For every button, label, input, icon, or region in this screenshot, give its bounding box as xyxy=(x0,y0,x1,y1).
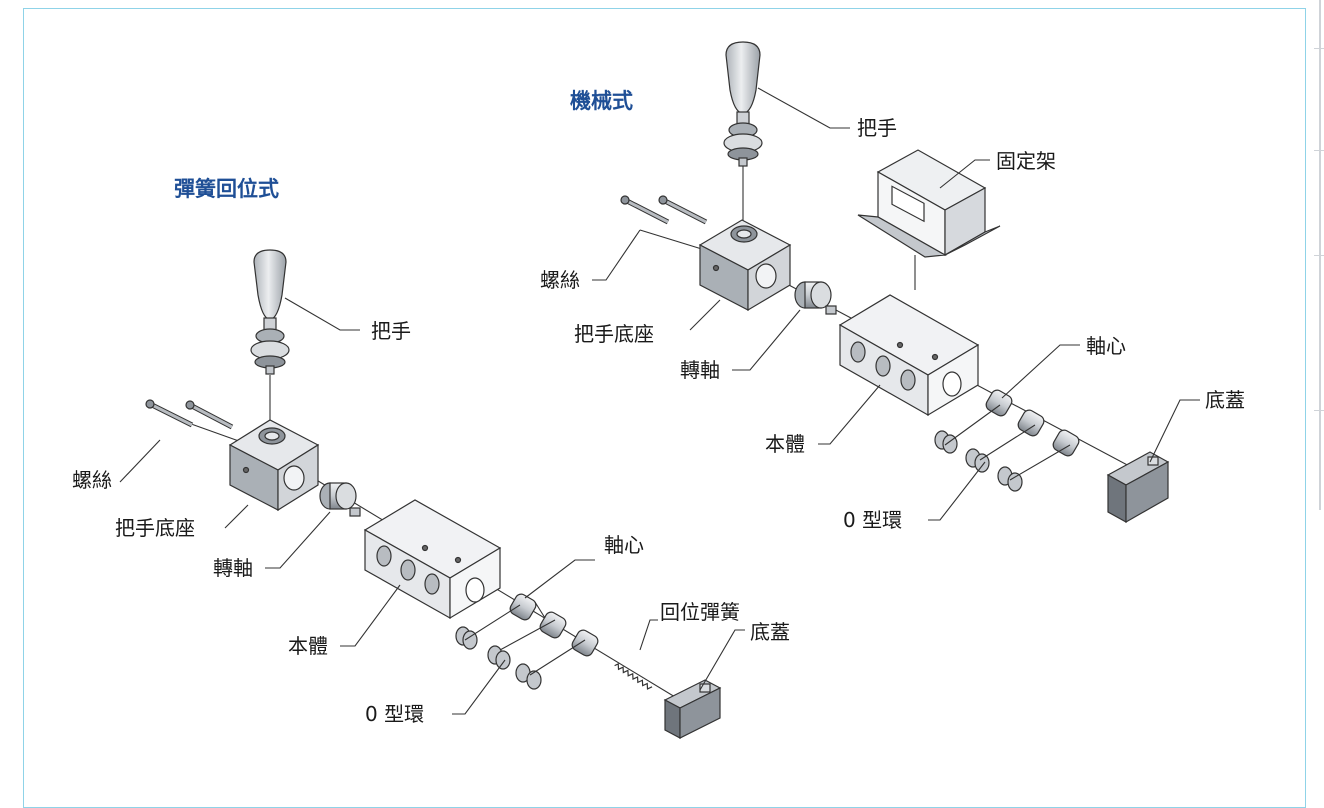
left-diagram-title: 彈簧回位式 xyxy=(174,177,279,201)
label-handle-base: 把手底座 xyxy=(115,516,195,540)
label-o-ring: 0 型環 xyxy=(843,508,903,532)
valve-body xyxy=(363,499,502,620)
rotating-shaft xyxy=(794,281,837,315)
right-diagram-title: 機械式 xyxy=(570,89,633,113)
axis-line xyxy=(639,229,706,251)
screws xyxy=(620,195,708,225)
leader-o-ring xyxy=(928,461,986,521)
leader-handle xyxy=(284,297,360,331)
label-o-ring: 0 型環 xyxy=(365,702,425,726)
leader-body xyxy=(818,384,881,445)
o-ring-axis xyxy=(944,404,1071,481)
leader-spool-b xyxy=(534,601,546,619)
return-spring xyxy=(614,663,653,690)
leader-handle-base xyxy=(689,299,721,331)
leader-return-spring xyxy=(639,619,658,651)
leader-shaft xyxy=(265,511,331,569)
leader-bracket xyxy=(939,159,990,189)
mounting-bracket xyxy=(857,149,1001,258)
leader-shaft xyxy=(732,309,801,371)
end-cap xyxy=(663,679,722,739)
label-handle-base: 把手底座 xyxy=(574,322,654,346)
leader-spool xyxy=(524,559,595,599)
label-screw: 螺絲 xyxy=(540,268,580,292)
handle-base-block xyxy=(698,219,792,312)
label-shaft: 轉軸 xyxy=(213,556,253,580)
leader-spool xyxy=(1001,344,1080,399)
side-tick xyxy=(1314,48,1324,49)
spool xyxy=(509,593,599,657)
end-cap xyxy=(1106,451,1170,524)
handle-knob xyxy=(250,249,290,375)
label-screw: 螺絲 xyxy=(72,468,112,492)
label-shaft: 轉軸 xyxy=(680,358,720,382)
right-assembly xyxy=(592,41,1200,524)
leader-screw xyxy=(592,229,641,281)
screws xyxy=(145,399,234,430)
leader-handle xyxy=(757,87,850,129)
side-tick xyxy=(1314,255,1324,256)
o-ring-axis xyxy=(464,604,586,676)
leader-body xyxy=(340,584,401,647)
o-rings xyxy=(934,430,1023,492)
leader-end-cap xyxy=(1149,399,1200,463)
leader-screw xyxy=(119,439,161,483)
side-tick xyxy=(1314,410,1324,411)
rotating-shaft xyxy=(319,482,361,517)
leader-o-ring xyxy=(452,659,506,715)
label-handle: 把手 xyxy=(857,116,897,140)
label-bracket: 固定架 xyxy=(996,149,1056,173)
label-handle: 把手 xyxy=(371,319,411,343)
leader-end-cap xyxy=(699,629,745,691)
label-return-spring: 回位彈簧 xyxy=(660,600,740,624)
label-body: 本體 xyxy=(288,634,328,658)
valve-body xyxy=(838,294,980,417)
label-spool: 軸心 xyxy=(604,533,644,557)
handle-knob xyxy=(723,41,763,167)
leader-handle-base xyxy=(224,504,249,529)
spool xyxy=(985,389,1080,457)
label-spool: 軸心 xyxy=(1086,334,1126,358)
side-tick xyxy=(1314,150,1324,151)
o-rings xyxy=(455,626,542,690)
label-body: 本體 xyxy=(765,432,805,456)
left-assembly xyxy=(119,249,745,739)
label-end-cap: 底蓋 xyxy=(1205,388,1245,412)
label-end-cap: 底蓋 xyxy=(750,620,790,644)
handle-base-block xyxy=(228,419,320,512)
